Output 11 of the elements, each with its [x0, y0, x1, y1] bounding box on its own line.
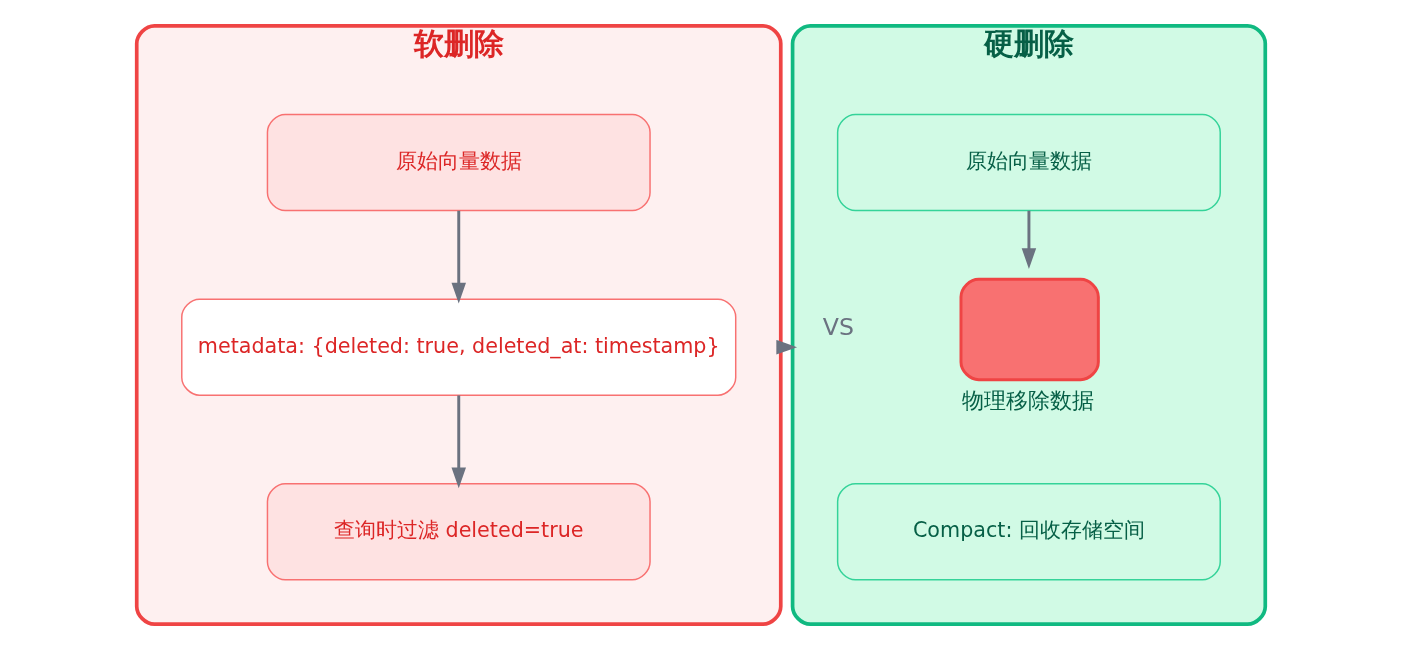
node-box: Compact: 回收存储空间 [836, 483, 1221, 581]
edge-label: VS [822, 313, 854, 342]
node-box: 原始向量数据 [266, 113, 651, 212]
node-box: 原始向量数据 [836, 113, 1221, 212]
arrow [451, 210, 466, 304]
node-box: metadata: {deleted: true, deleted_at: timestamp} [181, 298, 737, 396]
node-label: 物理移除数据 [962, 386, 1095, 413]
node-box: 查询时过滤 deleted=true [266, 483, 651, 581]
arrow [1021, 210, 1037, 269]
arrow [451, 395, 466, 489]
arrow [776, 339, 798, 355]
